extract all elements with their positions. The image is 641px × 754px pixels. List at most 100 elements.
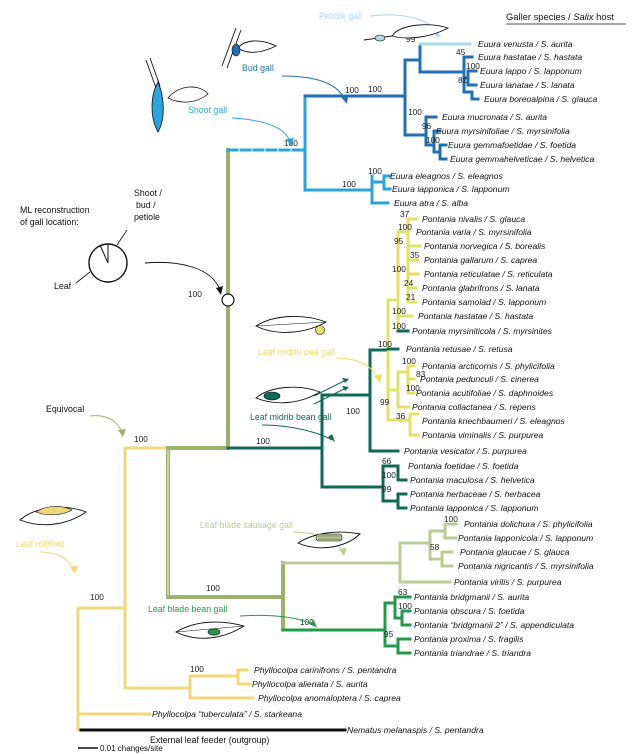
support-green-root: 100 bbox=[188, 289, 202, 299]
taxon-label: Euura mucronata / S. aurita bbox=[442, 112, 547, 122]
taxon-label: Euura myrsinifoliae / S. myrsinifolia bbox=[436, 126, 570, 136]
taxon-label: Pontania acutifoliae / S. daphnoides bbox=[416, 388, 554, 398]
taxon-label: Euura gemmafoetidae / S. foetida bbox=[448, 140, 576, 150]
node-support-value: 58 bbox=[430, 542, 440, 552]
label-shoot-gall: Shoot gall bbox=[188, 105, 227, 115]
node-support-value: 100 bbox=[382, 470, 396, 480]
support-midrib-bean: 100 bbox=[256, 436, 270, 446]
label-equivocal: Equivocal bbox=[46, 404, 84, 414]
support-phyllo: 100 bbox=[190, 664, 204, 674]
taxon-label: Pontania lapponicola / S. lapponum bbox=[458, 533, 593, 543]
ml-shoot-label-2: bud / bbox=[136, 200, 156, 210]
header-title: Galler species / Salix host bbox=[506, 11, 614, 22]
label-bean-blade-gall: Leaf blade bean gall bbox=[148, 604, 227, 614]
midrib-bean-leaf-icon bbox=[256, 387, 320, 403]
node-support-value: 81 bbox=[458, 75, 468, 85]
ml-shoot-label-1: Shoot / bbox=[134, 188, 162, 198]
taxon-label: Pontania glabrifrons / S. lanata bbox=[422, 283, 540, 293]
taxon-label: Pontania myrsiniticola / S. myrsinites bbox=[412, 326, 553, 336]
taxon-label: Pontania vesicator / S. purpurea bbox=[404, 446, 527, 456]
node-support-value: 100 bbox=[398, 222, 412, 232]
taxon-label: Pontania foetidae / S. foetida bbox=[408, 461, 519, 471]
label-pea-gall: Leaf midrib pea gall bbox=[258, 347, 335, 357]
node-support-value: 95 bbox=[394, 236, 404, 246]
ml-shoot-label-3: petiole bbox=[134, 212, 160, 222]
node-support-value: 100 bbox=[398, 601, 412, 611]
taxon-label: Nematus melanaspis / S. pentandra bbox=[347, 725, 484, 735]
taxon-label: Pontania lapponica / S. lapponum bbox=[410, 503, 539, 513]
taxon-label: Pontania obscura / S. foetida bbox=[414, 606, 525, 616]
bud-gall-twig-icon bbox=[222, 28, 276, 68]
node-support-value: 37 bbox=[400, 209, 410, 219]
node-support-value: 100 bbox=[368, 166, 382, 176]
sausage-leaf-icon bbox=[298, 532, 360, 548]
taxon-label: Phyllocolpa “tuberculata” / S. starkeana bbox=[152, 709, 302, 719]
outgroup-label: External leaf feeder (outgroup) bbox=[150, 735, 269, 745]
taxon-label: Pontania triandrae / S. triandra bbox=[414, 648, 531, 658]
taxon-label: Euura lapponica / S. lapponum bbox=[392, 184, 510, 194]
label-bean-midrib-gall: Leaf midrib bean gall bbox=[250, 412, 332, 422]
node-support-value: 100 bbox=[392, 306, 406, 316]
taxon-label: Pontania reticulatae / S. reticulata bbox=[424, 269, 553, 279]
node-support-value: 24 bbox=[404, 278, 414, 288]
pea-gall-leaf-icon bbox=[256, 316, 326, 334]
taxon-label: Pontania nigricantis / S. myrsinifolia bbox=[458, 561, 594, 571]
taxon-label: Phyllocolpa carinifrons / S. pentandra bbox=[254, 665, 397, 675]
taxon-label: Euura atra / S. alba bbox=[394, 198, 468, 208]
node-support-value: 100 bbox=[444, 514, 458, 524]
taxon-label: Pontania viminalis / S. purpurea bbox=[422, 430, 544, 440]
ml-title-1: ML reconstruction bbox=[20, 205, 90, 215]
support-sausage: 100 bbox=[206, 583, 220, 593]
ml-leaf-label: Leaf bbox=[54, 281, 72, 291]
node-support-value: 36 bbox=[396, 411, 406, 421]
node-support-value: 21 bbox=[406, 292, 416, 302]
support-bud: 100 bbox=[345, 85, 359, 95]
gall-illustrations bbox=[20, 25, 448, 639]
taxon-label: Pontania virilis / S. purpurea bbox=[454, 577, 562, 587]
node-support-value: 95 bbox=[384, 629, 394, 639]
support-euura: 100 bbox=[368, 84, 382, 94]
taxon-label: Pontania pedunculi / S. cinerea bbox=[420, 374, 539, 384]
taxon-label: Euura hastatae / S. hastata bbox=[478, 52, 582, 62]
node-support-value: 100 bbox=[408, 107, 422, 117]
taxon-label: Pontania kriechbaumeri / S. eleagnos bbox=[422, 416, 566, 426]
taxon-label: Phyllocolpa alienata / S. aurita bbox=[252, 679, 368, 689]
label-leaf-fold: Leaf roll/fold bbox=[16, 539, 64, 549]
taxon-label: Pontania retusae / S. retusa bbox=[406, 344, 513, 354]
ml-title-2: of gall location: bbox=[20, 217, 79, 227]
ml-reconstruction-inset: ML reconstruction of gall location: Shoo… bbox=[20, 188, 234, 306]
node-support-value: 63 bbox=[398, 587, 408, 597]
taxon-label: Pontania bridgmanii / S. aurita bbox=[414, 592, 529, 602]
taxon-label: Euura venusta / S. aurita bbox=[478, 39, 573, 49]
node-support-value: 83 bbox=[416, 369, 426, 379]
bean-blade-leaf-icon bbox=[176, 622, 244, 638]
node-support-value: 100 bbox=[426, 135, 440, 145]
support-equivocal: 100 bbox=[134, 434, 148, 444]
node-support-value: 99 bbox=[380, 397, 390, 407]
node-support-value: 100 bbox=[406, 383, 420, 393]
node-support-value: 100 bbox=[392, 264, 406, 274]
node-support-value: 100 bbox=[466, 61, 480, 71]
node-support-value: 45 bbox=[456, 47, 466, 57]
taxon-label: Pontania “bridgmanii 2” / S. appendicula… bbox=[414, 620, 574, 630]
taxon-label: Phyllocolpa anomaloptera / S. caprea bbox=[258, 693, 401, 703]
label-petiole-gall: Petiole gall bbox=[319, 11, 362, 21]
support-leaf-fold: 100 bbox=[90, 592, 104, 602]
taxon-label: Euura gemmahelveticae / S. helvetica bbox=[450, 154, 594, 164]
taxon-label: Pontania samolad / S. lapponum bbox=[422, 297, 546, 307]
taxon-label: Pontania collactanea / S. repens bbox=[412, 402, 536, 412]
node-pie-chart bbox=[222, 294, 234, 306]
node-support-value: 35 bbox=[410, 250, 420, 260]
node-support-value: 100 bbox=[402, 356, 416, 366]
taxon-label: Euura eleagnos / S. eleagnos bbox=[390, 171, 503, 181]
taxon-label: Pontania nivalis / S. glauca bbox=[422, 214, 525, 224]
node-support-value: 66 bbox=[382, 456, 392, 466]
label-bud-gall: Bud gall bbox=[242, 63, 274, 73]
taxon-label: Pontania gallarum / S. caprea bbox=[424, 255, 537, 265]
taxon-label: Pontania maculosa / S. helvetica bbox=[410, 475, 535, 485]
leaf-fold-icon bbox=[20, 506, 86, 524]
shoot-gall-twig-icon bbox=[146, 58, 208, 132]
node-support-value: 100 bbox=[378, 339, 392, 349]
taxon-label: Euura lappo / S. lapponum bbox=[480, 66, 582, 76]
